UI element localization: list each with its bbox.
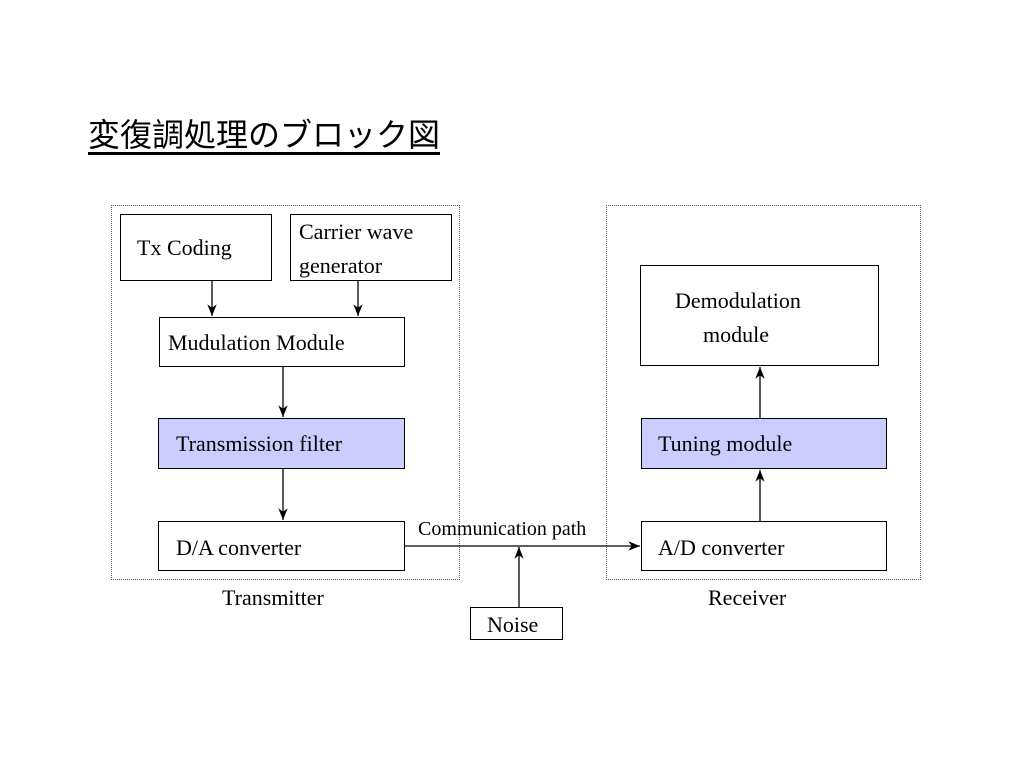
da-converter-block: D/A converter	[158, 521, 405, 571]
demodulation-module-block: Demodulation module	[640, 265, 879, 366]
demod-label-line1: Demodulation	[675, 288, 801, 313]
receiver-label: Receiver	[708, 585, 787, 610]
modulation-module-label: Mudulation Module	[168, 330, 345, 355]
carrier-label-line2: generator	[299, 253, 383, 278]
da-converter-label: D/A converter	[176, 535, 302, 560]
transmission-filter-label: Transmission filter	[176, 431, 343, 456]
receiver-group	[606, 205, 921, 580]
demod-label-line2: module	[703, 322, 769, 347]
tuning-module-block: Tuning module	[641, 418, 887, 469]
page-title: 変復調処理のブロック図	[88, 116, 441, 154]
ad-converter-block: A/D converter	[641, 521, 887, 571]
noise-label: Noise	[487, 612, 539, 637]
ad-converter-label: A/D converter	[658, 535, 785, 560]
carrier-wave-generator-block: Carrier wave generator	[290, 214, 452, 281]
transmitter-label: Transmitter	[222, 585, 324, 610]
transmitter-group	[111, 205, 460, 580]
tuning-module-label: Tuning module	[658, 431, 793, 456]
noise-block: Noise	[470, 607, 563, 640]
transmission-filter-block: Transmission filter	[158, 418, 405, 469]
modulation-module-block: Mudulation Module	[159, 317, 405, 367]
communication-path-label: Communication path	[418, 518, 587, 540]
tx-coding-block: Tx Coding	[120, 214, 272, 281]
carrier-label-line1: Carrier wave	[299, 219, 414, 244]
tx-coding-label: Tx Coding	[137, 235, 232, 260]
